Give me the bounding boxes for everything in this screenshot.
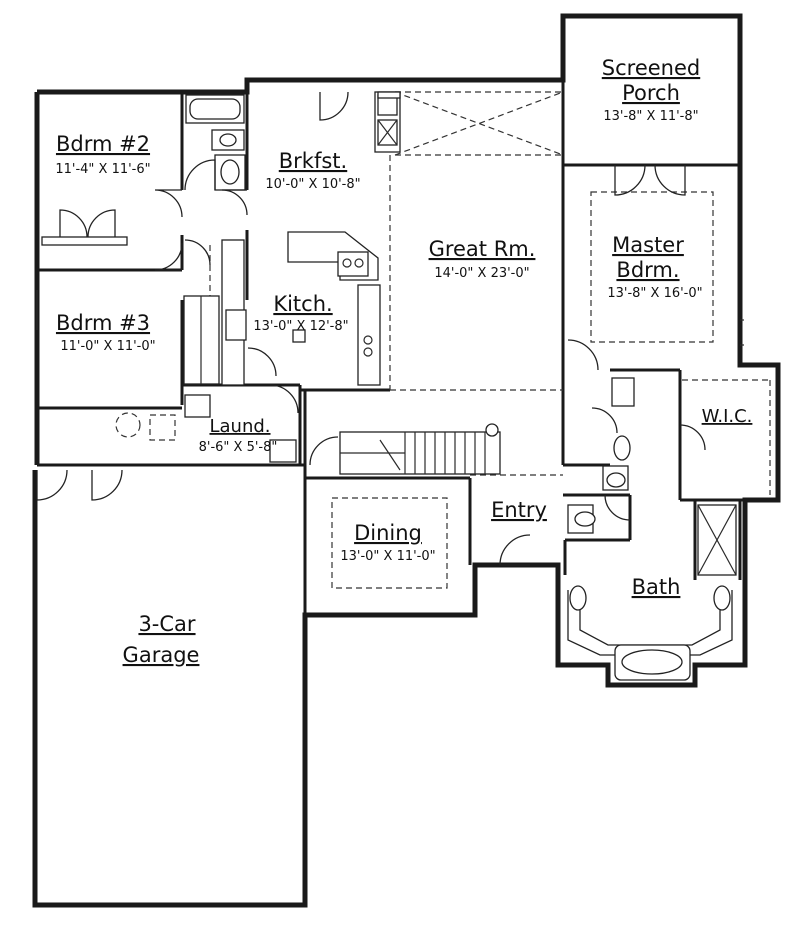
garage-name-2: Garage <box>123 643 200 667</box>
brkfst-name: Brkfst. <box>279 149 347 173</box>
bdrm2-dim: 11'-4" X 11'-6" <box>55 162 150 177</box>
dashed-lines <box>115 91 714 589</box>
brkfst-dim: 10'-0" X 10'-8" <box>265 177 360 192</box>
master-bdrm-name-2: Bdrm. <box>616 258 679 282</box>
windows <box>36 290 744 346</box>
room-labels: Screened Porch 13'-8" X 11'-8" Bdrm #2 1… <box>55 56 752 667</box>
screened-porch-name-2: Porch <box>622 81 680 105</box>
bdrm3-dim: 11'-0" X 11'-0" <box>60 339 155 354</box>
screened-porch-name-1: Screened <box>602 56 700 80</box>
great-rm-name: Great Rm. <box>429 237 536 261</box>
stair-treads <box>340 432 486 474</box>
door-swings <box>36 91 706 566</box>
bdrm2-name: Bdrm #2 <box>56 132 150 156</box>
fixtures <box>41 91 771 681</box>
laund-name: Laund. <box>209 416 270 437</box>
dining-name: Dining <box>354 521 422 545</box>
great-rm-dim: 14'-0" X 23'-0" <box>434 266 529 281</box>
laund-dim: 8'-6" X 5'-8" <box>199 440 278 455</box>
entry-name: Entry <box>491 498 547 522</box>
screened-porch-dim: 13'-8" X 11'-8" <box>603 109 698 124</box>
dining-dim: 13'-0" X 11'-0" <box>340 549 435 564</box>
master-bdrm-dim: 13'-8" X 16'-0" <box>607 286 702 301</box>
kitch-dim: 13'-0" X 12'-8" <box>253 319 348 334</box>
bath-name: Bath <box>632 575 681 599</box>
bdrm3-name: Bdrm #3 <box>56 311 150 335</box>
master-bdrm-name-1: Master <box>612 233 684 257</box>
kitch-name: Kitch. <box>273 292 332 316</box>
garage-name-1: 3-Car <box>138 612 195 636</box>
wic-name: W.I.C. <box>702 406 753 427</box>
